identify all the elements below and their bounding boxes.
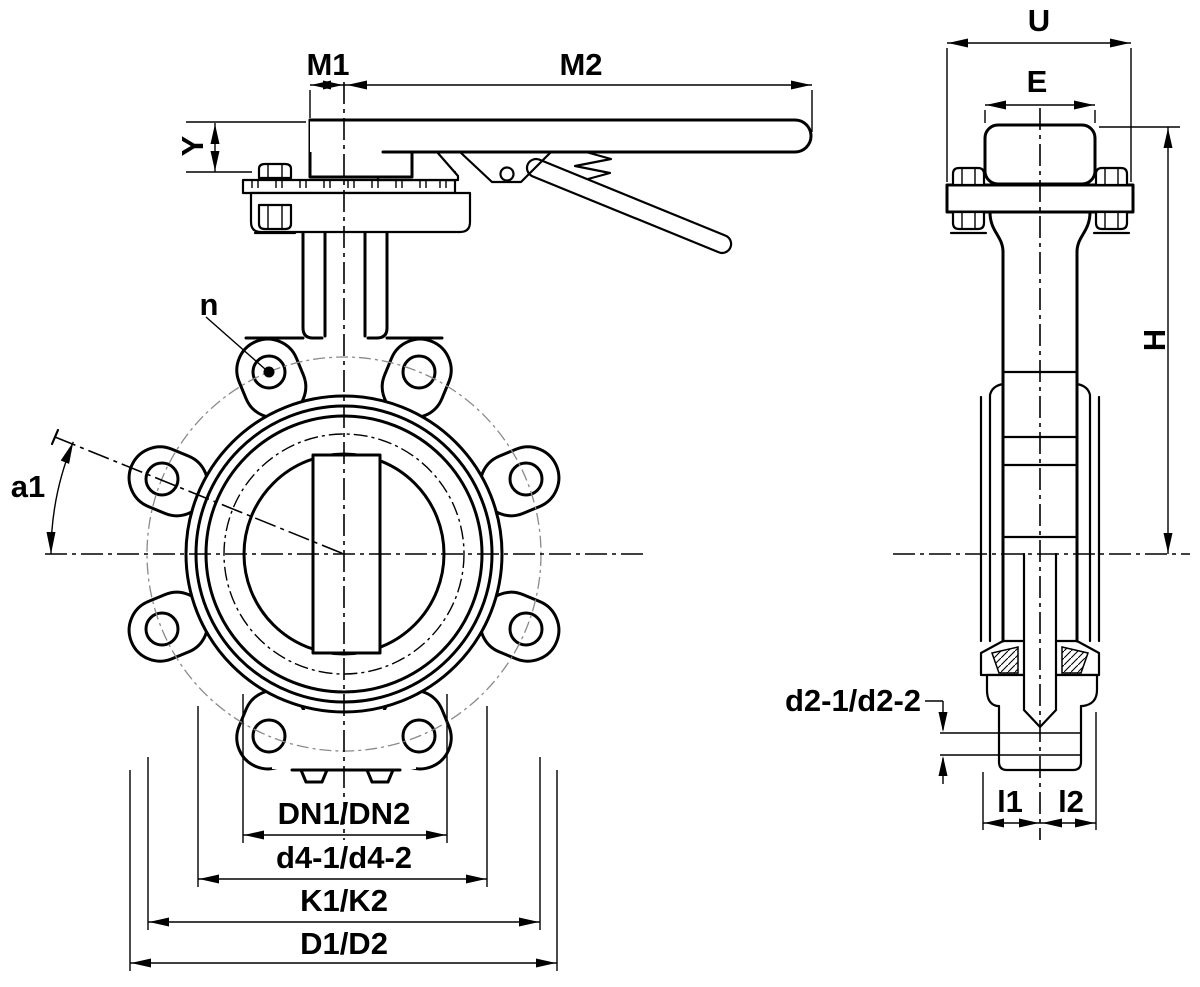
front-view-valve-body (127, 230, 561, 784)
label-n: n (200, 287, 219, 322)
label-h: H (1137, 329, 1172, 351)
front-view-lever-assembly (241, 118, 813, 255)
label-u: U (1028, 3, 1050, 38)
mounting-plate (249, 191, 472, 234)
label-l1: l1 (997, 784, 1023, 819)
side-view-dimensions: U E H d2-1/d2-2 l1 l2 (785, 3, 1180, 830)
lever-spring (573, 150, 613, 181)
label-y: Y (175, 135, 210, 156)
bolt-head (257, 162, 293, 180)
label-m2: M2 (559, 47, 602, 82)
label-d2: d2-1/d2-2 (785, 683, 921, 718)
label-dn: DN1/DN2 (278, 796, 411, 831)
hole-count-dot (263, 366, 275, 378)
handle-bar (308, 118, 813, 154)
label-d4: d4-1/d4-2 (276, 840, 412, 875)
bottom-foot-right (365, 768, 395, 784)
serrated-plate (241, 178, 457, 195)
label-a1: a1 (11, 469, 45, 504)
label-l2: l2 (1058, 784, 1084, 819)
label-m1: M1 (306, 47, 349, 82)
packing-gland (979, 639, 1101, 677)
bottom-retainer (985, 673, 1099, 772)
bolt-nut (257, 203, 293, 231)
front-view-dimensions: M1 M2 Y n a1 DN1/DN2 d4-1/d4-2 K (11, 47, 813, 971)
side-view-valve (893, 108, 1190, 840)
lever-pivot (499, 166, 515, 182)
trigger-lever (525, 157, 733, 255)
label-k: K1/K2 (300, 883, 388, 918)
label-e: E (1027, 64, 1048, 99)
front-view-centerlines (45, 82, 645, 840)
label-d: D1/D2 (300, 926, 388, 961)
bottom-foot-left (299, 768, 329, 784)
